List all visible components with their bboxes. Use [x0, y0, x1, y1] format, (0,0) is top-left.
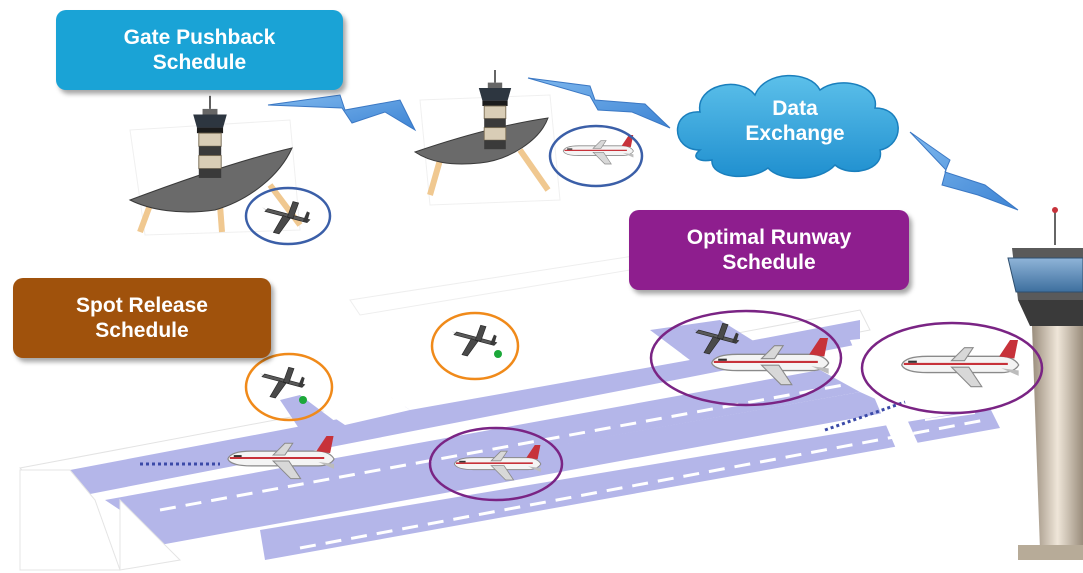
- optimal-runway-schedule-label: Optimal Runway Schedule: [629, 210, 909, 290]
- gate-tower-1: [128, 95, 303, 236]
- aircraft-spot-1: [258, 366, 306, 399]
- highlight-rings: [244, 124, 1044, 502]
- ring-spot-2: [430, 311, 520, 381]
- ring-arriving: [860, 321, 1044, 415]
- ring-gate-1: [244, 186, 332, 246]
- gate-tower-2: [413, 70, 561, 206]
- ring-gate-2: [548, 124, 644, 188]
- ring-runway-queue: [649, 309, 843, 407]
- data-exchange-cloud: [676, 74, 899, 179]
- ring-runway-center: [428, 426, 564, 502]
- spot-release-schedule-label: Spot Release Schedule: [13, 278, 271, 358]
- gate-pushback-schedule-label: Gate Pushback Schedule: [56, 10, 343, 90]
- data-exchange-label: Data Exchange: [745, 97, 845, 145]
- data-link-bolts: [267, 77, 1019, 211]
- aircraft: [226, 135, 1020, 481]
- main-control-tower: [1007, 207, 1083, 560]
- aircraft-gate-2: [562, 135, 635, 165]
- aircraft-spot-2: [450, 324, 498, 357]
- ring-spot-1: [244, 352, 334, 422]
